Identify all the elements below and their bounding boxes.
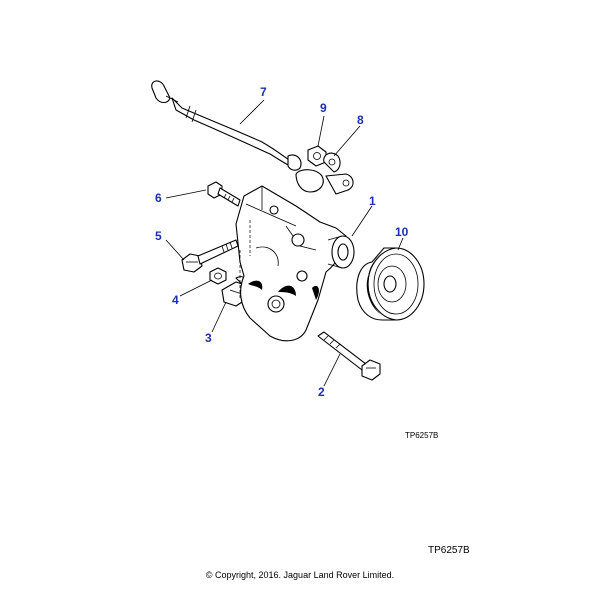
part-9-nut[interactable]: [307, 145, 327, 167]
copyright-notice: © Copyright, 2016. Jaguar Land Rover Lim…: [205, 570, 395, 580]
part-2-bolt[interactable]: [317, 331, 381, 381]
callout-8: 8: [357, 113, 364, 127]
callout-5: 5: [155, 229, 162, 243]
part-10-pulley[interactable]: [356, 247, 425, 321]
callout-10: 10: [395, 225, 409, 239]
leader-lines: [165, 99, 404, 387]
part-4-nut[interactable]: [209, 267, 227, 285]
part-8-terminal[interactable]: [323, 152, 354, 195]
callout-7: 7: [260, 85, 267, 99]
part-1-bracket[interactable]: [235, 185, 355, 342]
callout-4: 4: [172, 293, 179, 307]
part-7-cable[interactable]: [151, 80, 324, 193]
figure-reference-inner: TP6257B: [405, 431, 438, 440]
part-5-bolt[interactable]: [181, 239, 239, 273]
part-6-bolt[interactable]: [207, 181, 241, 207]
callout-1: 1: [369, 194, 376, 208]
callout-3: 3: [205, 331, 212, 345]
callout-2: 2: [318, 385, 325, 399]
callout-6: 6: [155, 191, 162, 205]
figure-reference: TP6257B: [428, 545, 470, 556]
callout-9: 9: [320, 101, 327, 115]
